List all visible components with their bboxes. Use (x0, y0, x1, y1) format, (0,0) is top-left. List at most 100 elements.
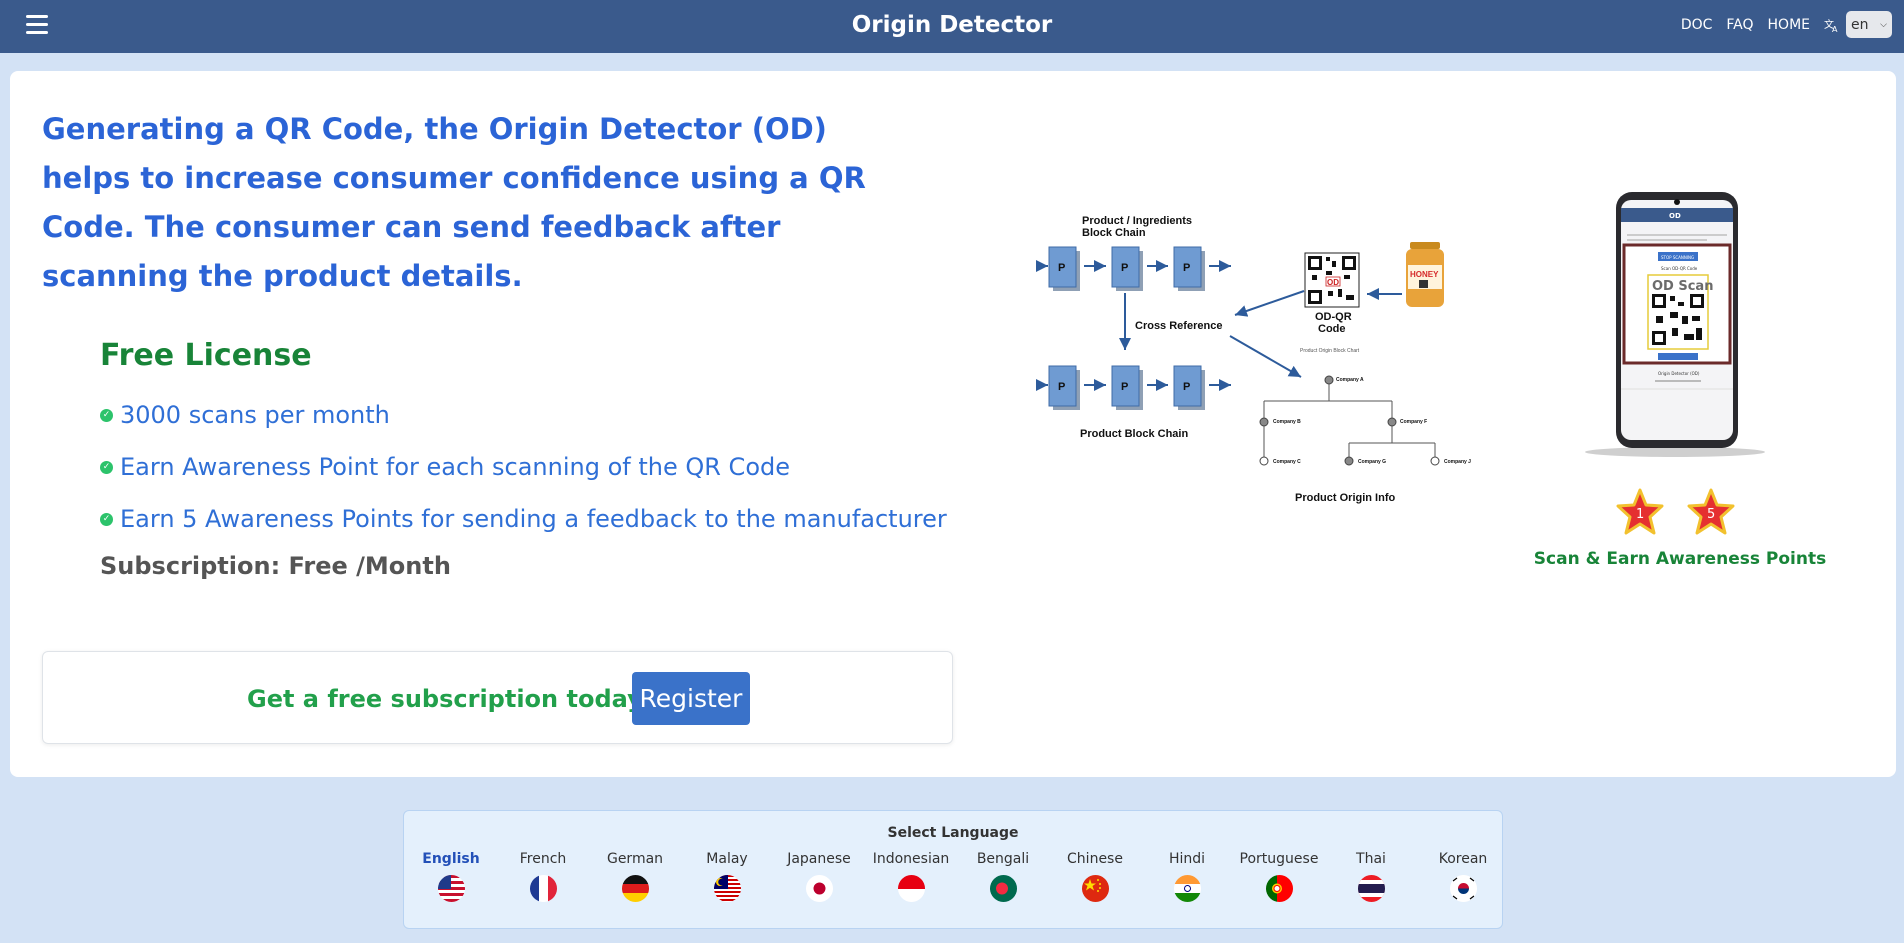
block-top-3: P (1173, 246, 1205, 291)
language-label: Thai (1356, 851, 1386, 867)
language-select[interactable]: en ⌵ (1846, 11, 1892, 38)
cn-flag-icon (1081, 875, 1109, 902)
language-label: Korean (1438, 851, 1488, 867)
svg-text:文: 文 (1824, 18, 1834, 31)
phone-od-scan-overlay: OD Scan (1652, 279, 1713, 294)
top-navbar: Origin Detector DOC FAQ HOME 文 A en ⌵ (0, 0, 1904, 53)
block-bottom-1: P (1048, 365, 1080, 410)
language-thai[interactable]: Thai (1325, 851, 1417, 902)
jp-flag-icon (805, 875, 833, 902)
diagram-top-label-2: Block Chain (1082, 227, 1146, 239)
company-g-label: Company G (1358, 459, 1386, 465)
company-c-label: Company C (1273, 459, 1301, 465)
register-button[interactable]: Register (632, 672, 750, 725)
svg-text:A: A (1832, 25, 1838, 33)
subscription-info: Subscription: Free /Month (100, 552, 451, 580)
od-qr-label: OD-QR (1315, 311, 1352, 323)
svg-text:P: P (1183, 262, 1190, 274)
feature-item: ✓ Earn 5 Awareness Points for sending a f… (100, 493, 947, 545)
top-nav: DOC FAQ HOME 文 A en ⌵ (1681, 11, 1892, 38)
company-b-label: Company B (1273, 419, 1301, 425)
diagram-top-label: Product / Ingredients (1082, 215, 1192, 227)
language-bengali[interactable]: Bengali (957, 851, 1049, 902)
origin-chart-label: Product Origin Block Chart (1300, 348, 1360, 354)
blockchain-diagram: Product / Ingredients Block Chain P P P … (1036, 215, 1471, 504)
feature-item: ✓ Earn Awareness Point for each scanning … (100, 441, 947, 493)
license-title: Free License (100, 338, 312, 373)
de-flag-icon (621, 875, 649, 902)
id-flag-icon (897, 875, 925, 902)
language-label: Portuguese (1239, 851, 1319, 867)
app-title: Origin Detector (851, 12, 1053, 38)
feature-text: Earn 5 Awareness Points for sending a fe… (120, 505, 947, 533)
cta-text: Get a free subscription today (247, 685, 643, 713)
language-label: Malay (706, 851, 748, 867)
nav-faq-link[interactable]: FAQ (1726, 16, 1754, 33)
in-flag-icon (1173, 875, 1201, 902)
honey-jar-graphic: HONEY (1406, 242, 1444, 307)
us-flag-icon (437, 875, 465, 902)
cross-reference-label: Cross Reference (1135, 320, 1222, 332)
language-label: German (606, 851, 664, 867)
language-label: Bengali (976, 851, 1030, 867)
language-label: Japanese (787, 851, 851, 867)
feature-list: ✓3000 scans per month ✓Earn Awareness Po… (100, 389, 947, 545)
star-icon: 1 (1616, 488, 1664, 535)
honey-label: HONEY (1410, 270, 1439, 279)
language-korean[interactable]: Korean (1417, 851, 1509, 902)
phone-brand: OD (1669, 212, 1681, 220)
feature-item: ✓3000 scans per month (100, 389, 947, 441)
language-label: Indonesian (872, 851, 950, 867)
qr-code-graphic: OD (1304, 252, 1360, 308)
language-hindi[interactable]: Hindi (1141, 851, 1233, 902)
cta-box: Get a free subscription today Register (42, 651, 953, 744)
block-top-2: P (1111, 246, 1143, 291)
language-portuguese[interactable]: Portuguese (1233, 851, 1325, 902)
award-stars: 1 5 (1615, 487, 1775, 541)
language-label: Chinese (1067, 851, 1123, 867)
language-japanese[interactable]: Japanese (773, 851, 865, 902)
language-french[interactable]: French (497, 851, 589, 902)
language-panel: Select Language English French German Ma… (403, 810, 1503, 929)
subscription-label: Subscription: (100, 552, 281, 580)
phone-scan-label: Scan OD-QR Code (1661, 266, 1698, 271)
block-bottom-2: P (1111, 365, 1143, 410)
feature-text: Earn Awareness Point for each scanning o… (120, 453, 790, 481)
nav-doc-link[interactable]: DOC (1680, 16, 1713, 33)
bd-flag-icon (989, 875, 1017, 902)
language-select-value: en (1851, 16, 1869, 33)
fr-flag-icon (529, 875, 557, 902)
scan-earn-caption: Scan & Earn Awareness Points (1533, 549, 1827, 569)
company-a-label: Company A (1336, 377, 1364, 383)
product-origin-info-label: Product Origin Info (1295, 492, 1395, 504)
language-chinese[interactable]: Chinese (1049, 851, 1141, 902)
my-flag-icon (713, 875, 741, 902)
company-f-label: Company F (1400, 419, 1427, 425)
svg-text:P: P (1121, 262, 1128, 274)
menu-icon[interactable] (26, 15, 48, 35)
language-malay[interactable]: Malay (681, 851, 773, 902)
language-label: French (519, 851, 567, 867)
phone-mockup: OD STOP SCANNING Scan OD-QR Code OD Scan… (1585, 192, 1765, 457)
svg-text:P: P (1058, 381, 1065, 393)
check-icon: ✓ (100, 512, 113, 526)
svg-text:P: P (1058, 262, 1065, 274)
phone-stop-button: STOP SCANNING (1661, 255, 1694, 260)
chevron-down-icon: ⌵ (1880, 19, 1887, 30)
qr-tag: OD (1327, 278, 1339, 287)
language-english[interactable]: English (405, 851, 497, 902)
phone-footer: Origin Detector (OD) (1658, 371, 1700, 376)
main-card: Generating a QR Code, the Origin Detecto… (10, 71, 1896, 777)
language-indonesian[interactable]: Indonesian (865, 851, 957, 902)
nav-home-link[interactable]: HOME (1767, 16, 1810, 33)
company-j-label: Company J (1444, 459, 1471, 465)
check-icon: ✓ (100, 460, 113, 474)
od-qr-label-2: Code (1318, 323, 1346, 335)
feature-text: 3000 scans per month (120, 401, 390, 429)
subscription-value: Free /Month (288, 552, 451, 580)
kr-flag-icon (1449, 875, 1477, 902)
star-1-value: 1 (1636, 507, 1644, 522)
language-label: English (422, 851, 480, 867)
block-bottom-3: P (1173, 365, 1205, 410)
language-german[interactable]: German (589, 851, 681, 902)
